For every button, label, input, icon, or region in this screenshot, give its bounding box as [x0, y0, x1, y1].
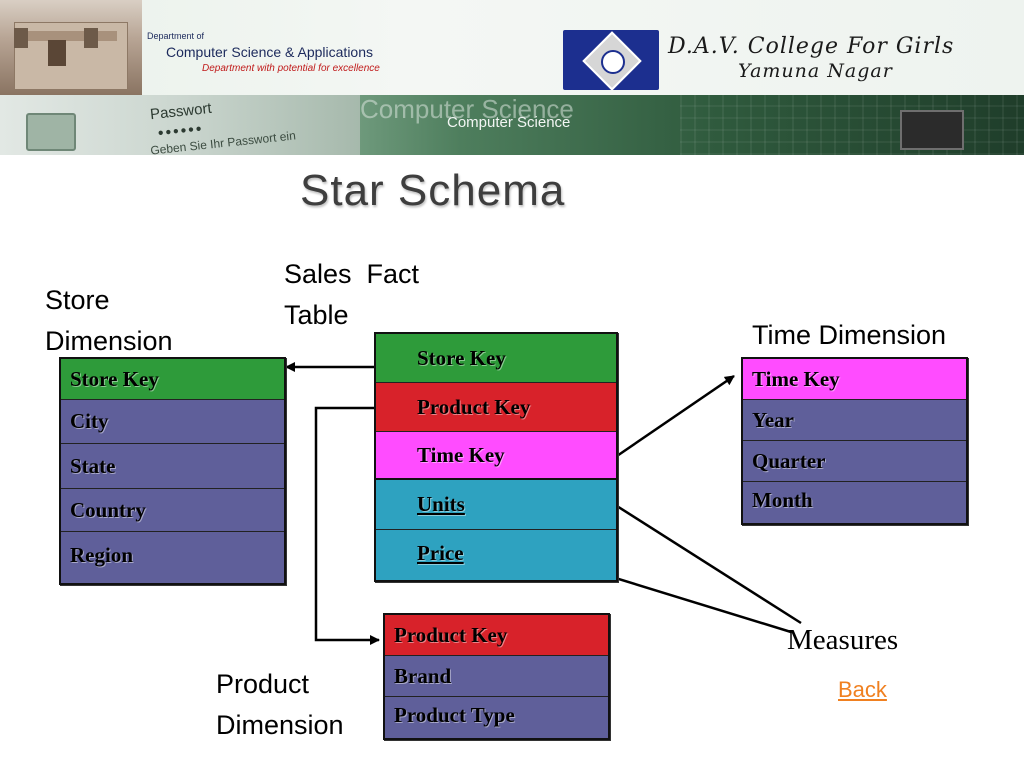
fact-table-measure-row: Units	[376, 480, 616, 530]
fact-table-row: Time Key	[376, 432, 616, 480]
measures-label: Measures	[787, 624, 899, 656]
time-dimension-table: Time Key Year Quarter Month	[741, 357, 968, 525]
circuit-board-graphic	[680, 95, 1024, 155]
time-table-row: Year	[743, 400, 966, 441]
time-dimension-heading: Time Dimension	[752, 320, 947, 350]
product-dimension-table: Product Key Brand Product Type	[383, 613, 610, 740]
building-window	[84, 28, 98, 48]
product-table-row: Brand	[385, 656, 608, 697]
college-logo-icon	[563, 30, 659, 91]
store-table-row: Country	[61, 489, 284, 532]
college-city: Yamuna Nagar	[738, 60, 893, 82]
store-dimension-table: Store Key City State Country Region	[59, 357, 286, 585]
store-table-row: State	[61, 444, 284, 489]
back-link[interactable]: Back	[838, 677, 887, 702]
product-table-row: Product Key	[385, 615, 608, 656]
banner-subject: Computer Science	[447, 114, 571, 131]
logo-ring	[601, 50, 625, 74]
banner-top	[0, 0, 1024, 95]
product-table-row: Product Type	[385, 697, 608, 734]
slide-title: Star Schema	[300, 166, 566, 215]
dept-prefix: Department of	[147, 31, 205, 41]
store-table-row: Region	[61, 532, 284, 579]
units-measure-line	[597, 492, 802, 625]
password-graphic	[0, 95, 360, 155]
sales-fact-table: Store Key Product Key Time Key Units Pri…	[374, 332, 618, 582]
fact-table-row: Store Key	[376, 334, 616, 383]
sales-fact-heading: Sales Fact Table	[284, 259, 420, 330]
header-banner: Department of Computer Science & Applica…	[0, 0, 1024, 155]
fact-table-row: Product Key	[376, 383, 616, 432]
product-dimension-heading: Product Dimension	[216, 669, 344, 740]
time-table-row: Month	[743, 482, 966, 519]
store-dimension-heading: Store Dimension	[45, 285, 173, 356]
dept-name: Computer Science & Applications	[166, 44, 373, 60]
time-table-row: Quarter	[743, 441, 966, 482]
time-key-link	[613, 374, 735, 460]
chip-icon	[900, 110, 964, 150]
building-shape	[14, 22, 128, 90]
fact-table-measure-row: Price	[376, 530, 616, 576]
store-table-row: City	[61, 400, 284, 444]
building-window	[14, 28, 28, 48]
college-name: D.A.V. College For Girls	[668, 34, 955, 59]
college-building-image	[0, 0, 142, 95]
building-door	[48, 40, 66, 66]
store-table-row: Store Key	[61, 359, 284, 400]
time-table-row: Time Key	[743, 359, 966, 400]
monitor-icon	[26, 113, 76, 151]
banner-watermark: Computer Science	[360, 94, 574, 124]
product-key-link	[314, 406, 380, 645]
dept-tagline: Department with potential for excellence	[202, 63, 380, 74]
